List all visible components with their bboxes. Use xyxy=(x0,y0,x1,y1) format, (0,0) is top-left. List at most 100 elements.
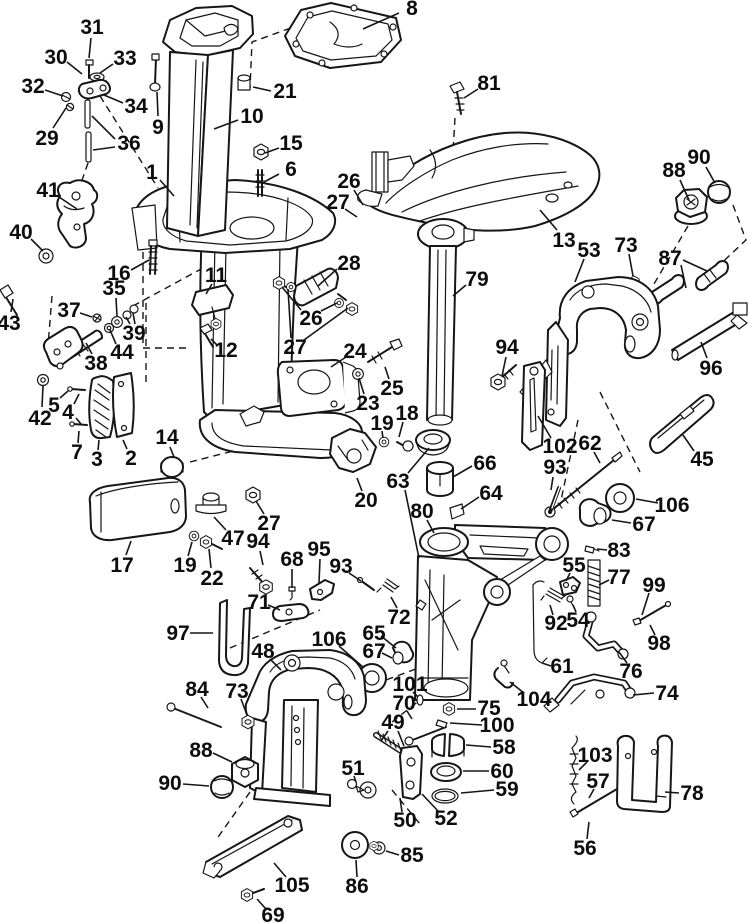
cap-nut-90 xyxy=(707,180,731,204)
callout-label-73-96: 73 xyxy=(225,680,248,703)
callout-leader-92 xyxy=(549,604,554,616)
callout-leader-8 xyxy=(362,12,400,30)
locknut-88 xyxy=(674,188,708,225)
callout-leader-53 xyxy=(574,258,585,283)
callout-label-78-109: 78 xyxy=(680,782,704,805)
callout-label-96-32: 96 xyxy=(699,357,722,380)
callout-leader-21 xyxy=(252,86,272,92)
callout-label-57-107: 57 xyxy=(586,770,609,793)
callout-leader-99 xyxy=(641,592,650,616)
callout-leader-44 xyxy=(109,329,117,345)
callout-leader-36 xyxy=(91,115,116,140)
nut-75 xyxy=(442,702,456,716)
callout-label-54-78: 54 xyxy=(566,609,590,632)
bolt-22 xyxy=(199,535,223,550)
cowl-bolt-81 xyxy=(449,81,465,115)
side-plate-2 xyxy=(112,372,135,438)
callout-label-60-104: 60 xyxy=(490,760,513,783)
callout-leader-58 xyxy=(465,744,492,748)
callout-label-26-37: 26 xyxy=(299,307,322,330)
callout-leader-50 xyxy=(399,797,403,813)
callout-leader-24 xyxy=(330,356,347,368)
callout-label-21-9: 21 xyxy=(273,80,297,103)
callout-leader-27 xyxy=(255,500,265,515)
bracket-95 xyxy=(309,579,335,601)
bracket-78 xyxy=(616,734,673,813)
callout-leader-67 xyxy=(611,519,632,524)
callout-leader-57 xyxy=(588,788,595,799)
locknut-88-lower xyxy=(231,756,259,788)
swivel-housing xyxy=(414,524,569,701)
callout-leader-25 xyxy=(384,366,390,380)
callout-leader-43 xyxy=(10,298,14,313)
ring-60 xyxy=(430,762,462,782)
callout-label-72-87: 72 xyxy=(387,606,410,629)
callout-leader-83 xyxy=(596,548,608,551)
housing-bolt-9 xyxy=(149,53,161,92)
callout-label-18-58: 18 xyxy=(395,402,419,425)
callout-label-6-16: 6 xyxy=(285,158,297,181)
callout-leader-1 xyxy=(159,179,175,197)
callout-leader-101 xyxy=(412,691,419,698)
callout-label-29-5: 29 xyxy=(35,127,58,150)
callout-label-23-40: 23 xyxy=(356,392,379,415)
callout-leader-49 xyxy=(380,730,389,742)
callout-leader-13 xyxy=(539,209,558,231)
callout-label-36-6: 36 xyxy=(117,132,140,155)
clevis-55 xyxy=(559,576,581,596)
callout-leader-90 xyxy=(182,783,210,787)
callout-label-88-29: 88 xyxy=(662,159,686,182)
callout-label-3-54: 3 xyxy=(91,448,103,471)
callout-label-49-90: 49 xyxy=(381,711,404,734)
callout-label-71-73: 71 xyxy=(247,591,271,614)
callout-label-62-44: 62 xyxy=(578,432,601,455)
clip-100 xyxy=(435,719,448,729)
callout-label-73-28: 73 xyxy=(614,234,637,257)
seal-106-right xyxy=(605,483,635,513)
callout-leader-45 xyxy=(682,434,695,452)
callout-leader-71 xyxy=(267,604,281,611)
callout-label-90-30: 90 xyxy=(687,146,710,169)
callout-leader-3 xyxy=(97,439,100,451)
callout-leader-63 xyxy=(404,489,420,559)
callout-label-27-18: 27 xyxy=(326,191,349,214)
callout-leader-30 xyxy=(66,61,83,75)
callout-label-95-71: 95 xyxy=(307,538,331,561)
callout-label-68-70: 68 xyxy=(280,548,304,571)
callout-leader-52 xyxy=(421,793,439,812)
callout-label-94-67: 94 xyxy=(246,530,270,553)
callout-leader-9 xyxy=(156,91,159,117)
callout-leader-48 xyxy=(269,658,282,671)
callout-label-7-53: 7 xyxy=(71,441,83,464)
callout-leader-54 xyxy=(572,604,577,613)
callout-label-19-68: 19 xyxy=(173,554,196,577)
lever-74 xyxy=(543,673,636,713)
callout-label-40-12: 40 xyxy=(9,221,32,244)
nut-73-lower xyxy=(241,714,255,730)
callout-label-41-11: 41 xyxy=(36,179,60,202)
bolt-25 xyxy=(367,338,403,364)
callout-label-87-31: 87 xyxy=(658,247,681,270)
callout-label-30-1: 30 xyxy=(44,46,67,69)
callout-label-26-17: 26 xyxy=(337,170,360,193)
callout-leader-79 xyxy=(452,284,467,297)
callout-leader-14 xyxy=(169,446,175,458)
lever-cover-45 xyxy=(649,394,715,454)
callout-leader-17 xyxy=(125,540,132,556)
callout-leader-31 xyxy=(88,37,92,59)
tilt-lever xyxy=(56,179,99,249)
spring-103 xyxy=(569,735,579,805)
callout-label-90-98: 90 xyxy=(158,772,181,795)
callout-leader-40 xyxy=(30,238,44,252)
callout-label-25-41: 25 xyxy=(380,377,404,400)
callout-label-13-20: 13 xyxy=(552,229,575,252)
callout-label-100-92: 100 xyxy=(479,714,514,737)
callout-leader-67 xyxy=(381,652,393,659)
callout-leader-70 xyxy=(406,710,413,720)
callout-label-39-34: 39 xyxy=(122,322,145,345)
callout-label-94-42: 94 xyxy=(495,336,519,359)
callout-label-38-36: 38 xyxy=(84,352,108,375)
callout-leader-12 xyxy=(210,338,219,347)
pump-plate-20 xyxy=(329,428,377,473)
